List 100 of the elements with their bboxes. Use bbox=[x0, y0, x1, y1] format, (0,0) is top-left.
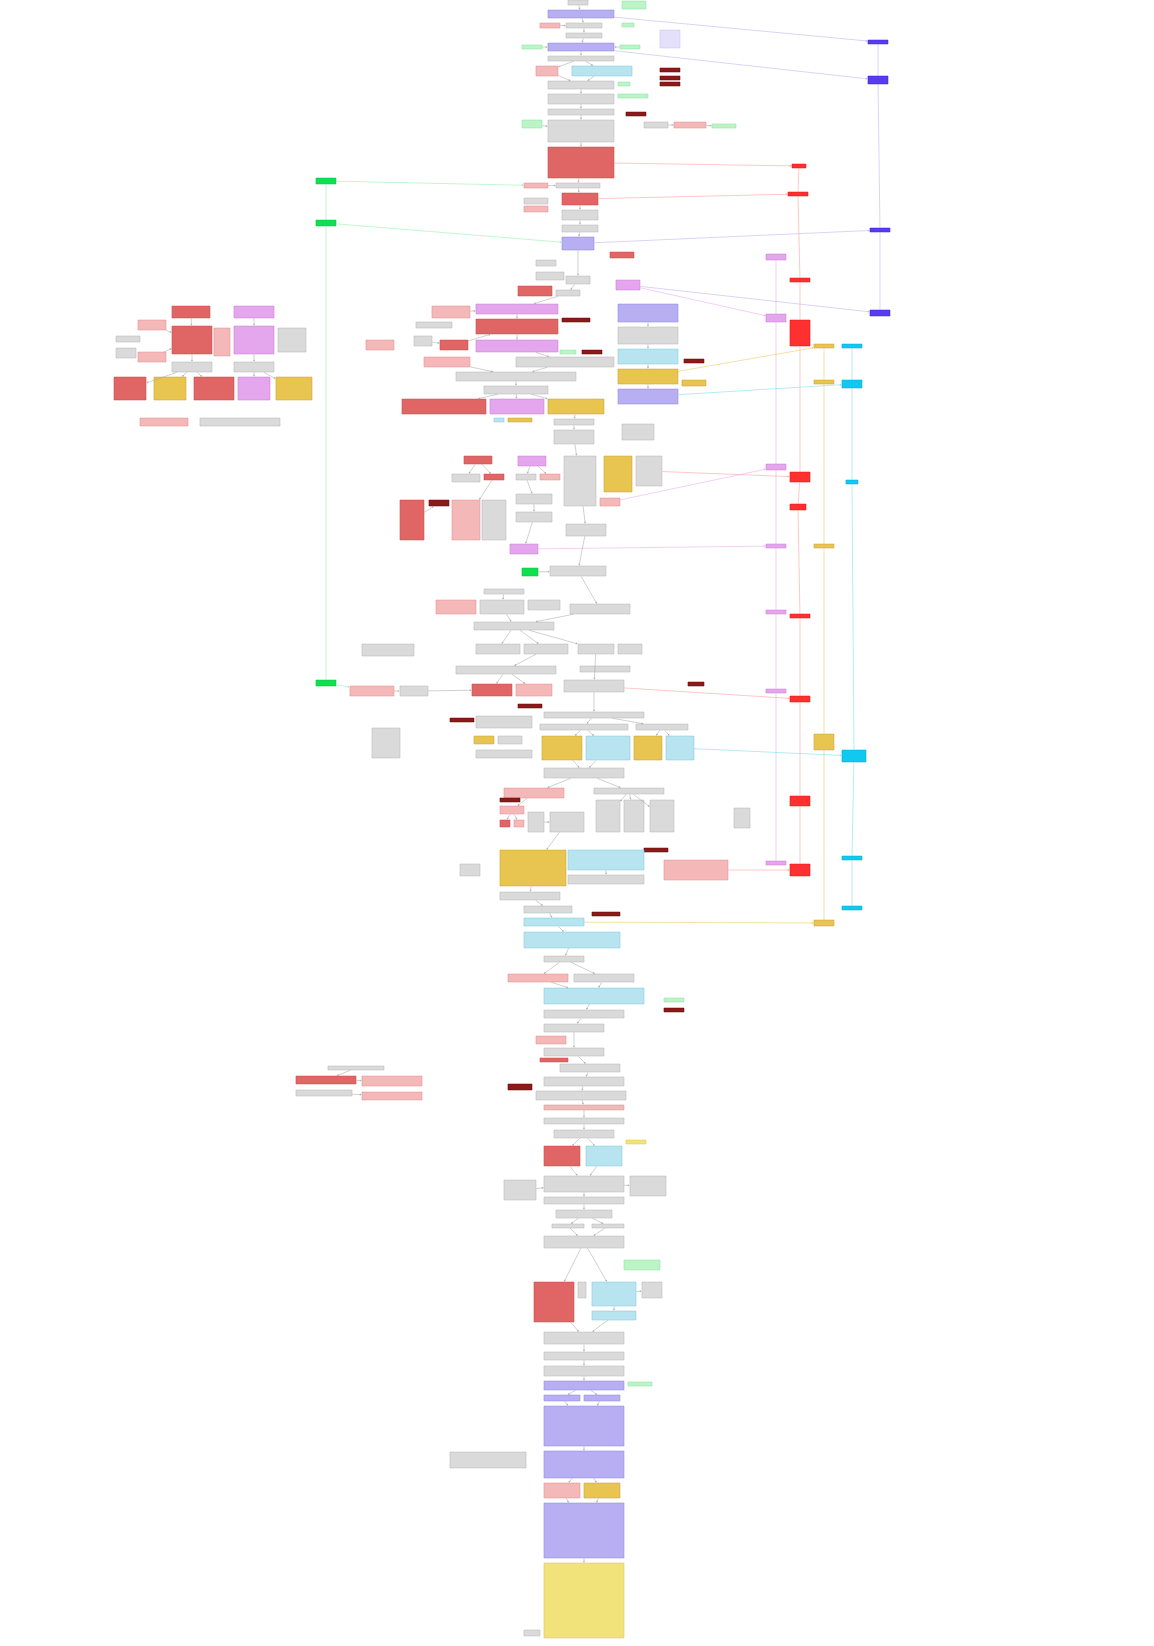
box bbox=[789, 319, 811, 347]
arrow bbox=[620, 468, 766, 501]
box bbox=[813, 919, 835, 927]
box bbox=[583, 1394, 621, 1402]
connector-line bbox=[877, 84, 881, 228]
box bbox=[233, 325, 275, 355]
box bbox=[549, 811, 585, 833]
arrow bbox=[336, 1070, 351, 1076]
arrow bbox=[593, 1228, 605, 1236]
box bbox=[789, 277, 811, 283]
box bbox=[813, 543, 835, 549]
box bbox=[659, 67, 681, 73]
box bbox=[683, 358, 705, 364]
connector-line bbox=[325, 226, 327, 680]
box bbox=[139, 417, 189, 427]
box bbox=[475, 643, 521, 655]
box bbox=[475, 339, 559, 353]
box bbox=[497, 735, 523, 745]
connector-line bbox=[823, 384, 825, 544]
box bbox=[349, 685, 395, 697]
box bbox=[659, 29, 681, 49]
box bbox=[547, 398, 605, 415]
box bbox=[789, 695, 811, 703]
box bbox=[499, 891, 561, 901]
arrow bbox=[190, 318, 193, 326]
connector-line bbox=[851, 762, 855, 856]
arrow bbox=[336, 223, 562, 243]
box bbox=[765, 253, 787, 261]
arrow bbox=[352, 1093, 362, 1096]
box bbox=[553, 1129, 615, 1139]
box bbox=[503, 787, 565, 799]
box bbox=[543, 1023, 605, 1033]
box bbox=[665, 735, 695, 761]
box bbox=[315, 177, 337, 185]
box bbox=[617, 368, 679, 385]
box bbox=[275, 376, 313, 401]
arrow bbox=[525, 522, 533, 544]
box bbox=[543, 1117, 625, 1125]
box bbox=[687, 681, 705, 687]
box bbox=[535, 271, 565, 281]
arrow bbox=[587, 76, 595, 81]
box bbox=[555, 1209, 613, 1219]
box bbox=[415, 321, 453, 329]
connector-line bbox=[797, 482, 800, 504]
box bbox=[787, 191, 809, 197]
box bbox=[563, 455, 597, 507]
box bbox=[413, 335, 433, 347]
box bbox=[551, 1223, 585, 1229]
box bbox=[507, 417, 533, 423]
box bbox=[371, 727, 401, 759]
box bbox=[765, 860, 787, 866]
box bbox=[428, 499, 450, 507]
box bbox=[579, 665, 631, 673]
box bbox=[483, 473, 505, 481]
box bbox=[581, 349, 603, 355]
box bbox=[523, 1629, 541, 1637]
arrow bbox=[506, 614, 512, 622]
box bbox=[673, 121, 707, 129]
box bbox=[549, 565, 607, 577]
box bbox=[609, 251, 635, 259]
box bbox=[681, 379, 707, 387]
arrow bbox=[514, 654, 537, 666]
arrow bbox=[694, 748, 842, 757]
connector-line bbox=[851, 348, 853, 380]
box bbox=[515, 511, 553, 523]
box bbox=[867, 39, 889, 45]
connector-line bbox=[851, 388, 853, 480]
box bbox=[535, 259, 557, 267]
box bbox=[315, 679, 337, 687]
connector-line bbox=[797, 510, 801, 614]
box bbox=[623, 799, 645, 833]
box bbox=[663, 997, 685, 1003]
arrow bbox=[535, 352, 549, 357]
arrow bbox=[544, 962, 560, 974]
box bbox=[431, 305, 471, 319]
box bbox=[463, 455, 493, 465]
box bbox=[483, 385, 549, 395]
arrow bbox=[470, 310, 476, 312]
box bbox=[543, 767, 625, 779]
box bbox=[561, 224, 599, 233]
arrow bbox=[532, 367, 548, 373]
box bbox=[813, 733, 835, 751]
arrow bbox=[578, 536, 586, 566]
box bbox=[199, 417, 281, 427]
box bbox=[527, 599, 561, 611]
arrow bbox=[614, 46, 620, 48]
box bbox=[401, 398, 487, 415]
box bbox=[615, 279, 641, 291]
box bbox=[517, 285, 553, 297]
arrow bbox=[624, 687, 790, 700]
box bbox=[585, 735, 631, 761]
box bbox=[547, 93, 615, 105]
arrow bbox=[538, 570, 550, 573]
box bbox=[765, 609, 787, 615]
box bbox=[813, 343, 835, 349]
box bbox=[449, 1451, 527, 1469]
box bbox=[475, 318, 559, 335]
arrow bbox=[517, 798, 528, 806]
box bbox=[489, 398, 545, 415]
box bbox=[617, 643, 643, 655]
